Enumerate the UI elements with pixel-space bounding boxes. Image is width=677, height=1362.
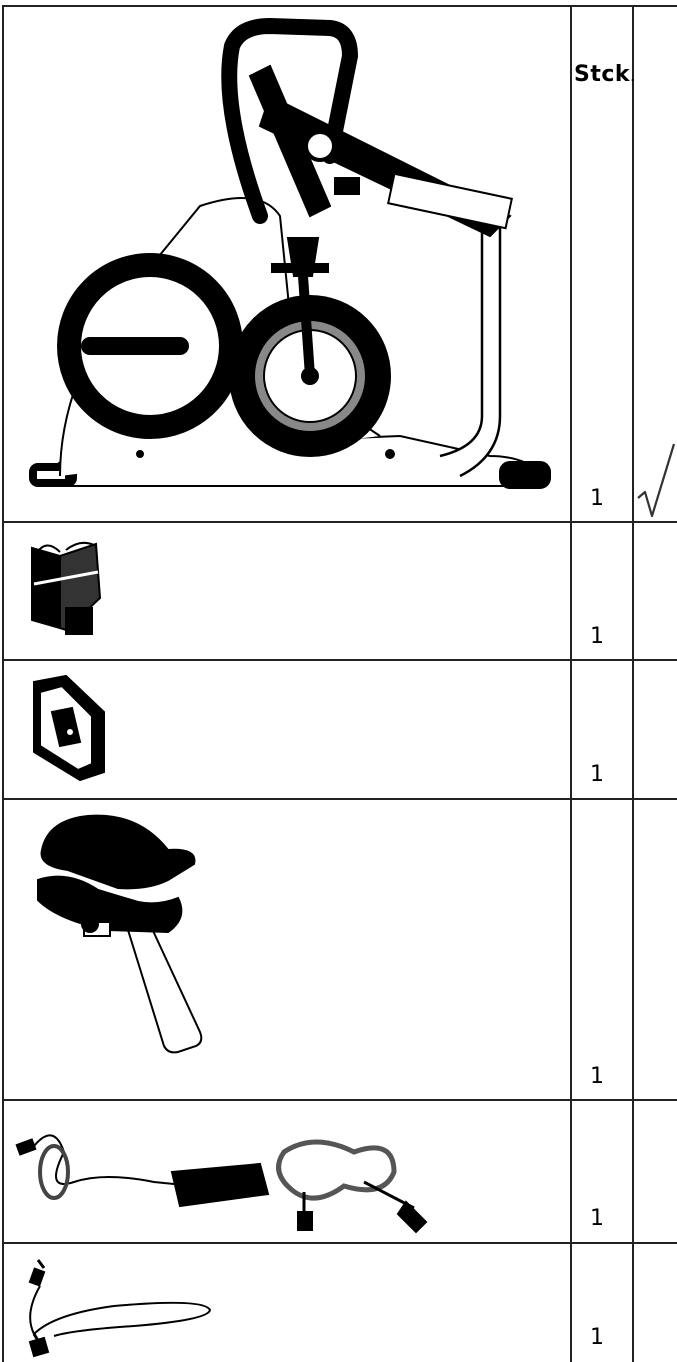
column-divider-qty: [570, 6, 572, 1362]
row-3-quantity: 1: [590, 762, 604, 787]
saddle-illustration: [37, 814, 203, 1054]
header-stck: Stck: [574, 62, 631, 87]
row-divider: [2, 1242, 677, 1244]
table-border-top: [2, 5, 677, 7]
power-adapter-illustration: [15, 1134, 428, 1234]
quantity-column-header: Stck.: [574, 62, 636, 87]
row-5-quantity: 1: [590, 1206, 604, 1231]
sensor-cable-illustration: [28, 1259, 212, 1358]
column-divider-check: [632, 6, 634, 1362]
row-divider: [2, 798, 677, 800]
header-dot: .: [630, 66, 636, 85]
table-border-left: [2, 6, 4, 1362]
row-divider: [2, 1099, 677, 1101]
row-divider: [2, 659, 677, 661]
row-4-quantity: 1: [590, 1064, 604, 1089]
exercise-bike-illustration: [29, 17, 551, 489]
checkmark-icon: [637, 443, 676, 518]
row-1-quantity: 1: [590, 486, 604, 511]
bracket-part-illustration: [33, 674, 105, 782]
row-divider: [2, 521, 677, 523]
row-6-quantity: 1: [590, 1325, 604, 1350]
row-2-quantity: 1: [590, 624, 604, 649]
holder-part-illustration: [31, 541, 102, 635]
